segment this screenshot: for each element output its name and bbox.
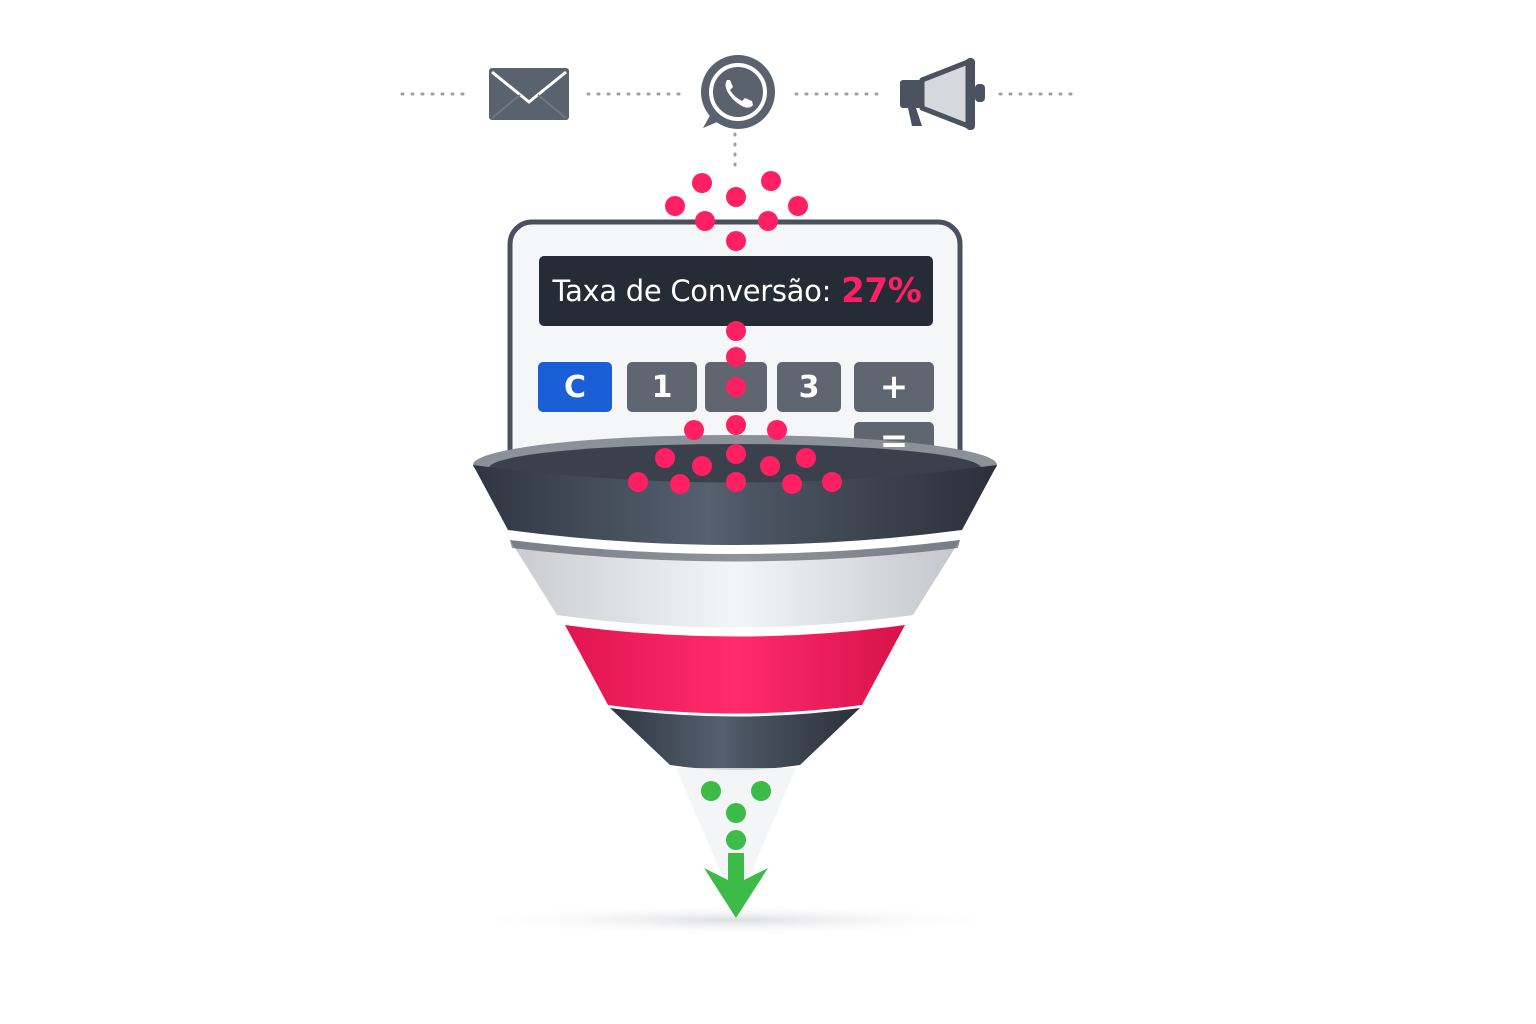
- funnel: [473, 435, 997, 880]
- conversion-rate-label: Taxa de Conversão:: [552, 274, 832, 308]
- channel-connectors: [400, 92, 1074, 174]
- whatsapp-icon: [701, 55, 775, 129]
- envelope-icon: [489, 68, 569, 120]
- key-plus[interactable]: [854, 362, 934, 412]
- converted-dots: [701, 781, 771, 850]
- calculator-display: [539, 256, 933, 326]
- lead-dots: [628, 171, 842, 494]
- conversion-rate-display: Taxa de Conversão: 27%: [540, 256, 934, 326]
- ground-shadow: [460, 904, 1010, 936]
- megaphone-icon: [900, 58, 985, 130]
- key-clear[interactable]: [538, 362, 612, 412]
- conversion-rate-value: 27%: [841, 271, 922, 311]
- key-one[interactable]: [627, 362, 697, 412]
- key-three[interactable]: [777, 362, 841, 412]
- down-arrow-icon: [704, 853, 768, 918]
